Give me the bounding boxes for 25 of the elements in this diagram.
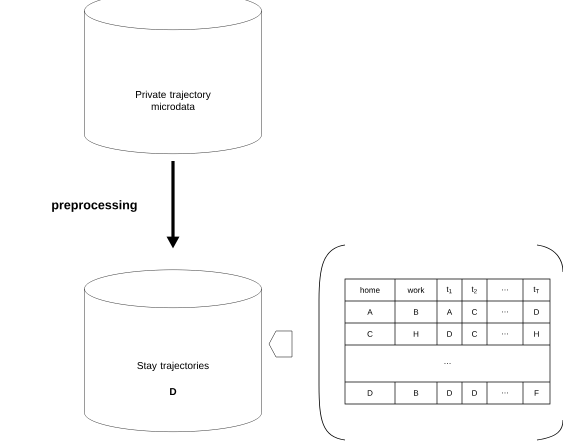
- table-cell: H: [534, 331, 539, 337]
- table-cell: D: [447, 331, 452, 337]
- database-cylinder: Stay trajectories D: [84, 270, 262, 432]
- table-cell: t$_{T}$: [533, 286, 540, 294]
- table-cell: B: [414, 390, 418, 396]
- table-cell: D: [447, 390, 452, 396]
- table-cell: C: [368, 331, 373, 337]
- table-cell: D: [472, 390, 477, 396]
- table-cell: …: [502, 392, 508, 394]
- table-cell: D: [534, 309, 539, 315]
- database-cylinder: Private trajectory microdata: [84, 0, 262, 154]
- table-cell: A: [446, 309, 452, 315]
- edge-label: preprocessing: [52, 200, 137, 212]
- table-cell: D: [368, 390, 372, 396]
- table-cell: home: [360, 287, 380, 293]
- table-cell: t$_{1}$: [446, 286, 452, 294]
- table-cell: B: [414, 309, 418, 315]
- table-cell: F: [534, 390, 539, 396]
- table-cell: H: [414, 331, 418, 337]
- table-cell: C: [472, 331, 478, 337]
- table-cell: work: [408, 287, 424, 293]
- table-cell: A: [367, 309, 373, 315]
- table-cell: …: [444, 363, 450, 364]
- table-cell: C: [472, 309, 478, 315]
- table-cell: t$_{2}$: [472, 286, 477, 294]
